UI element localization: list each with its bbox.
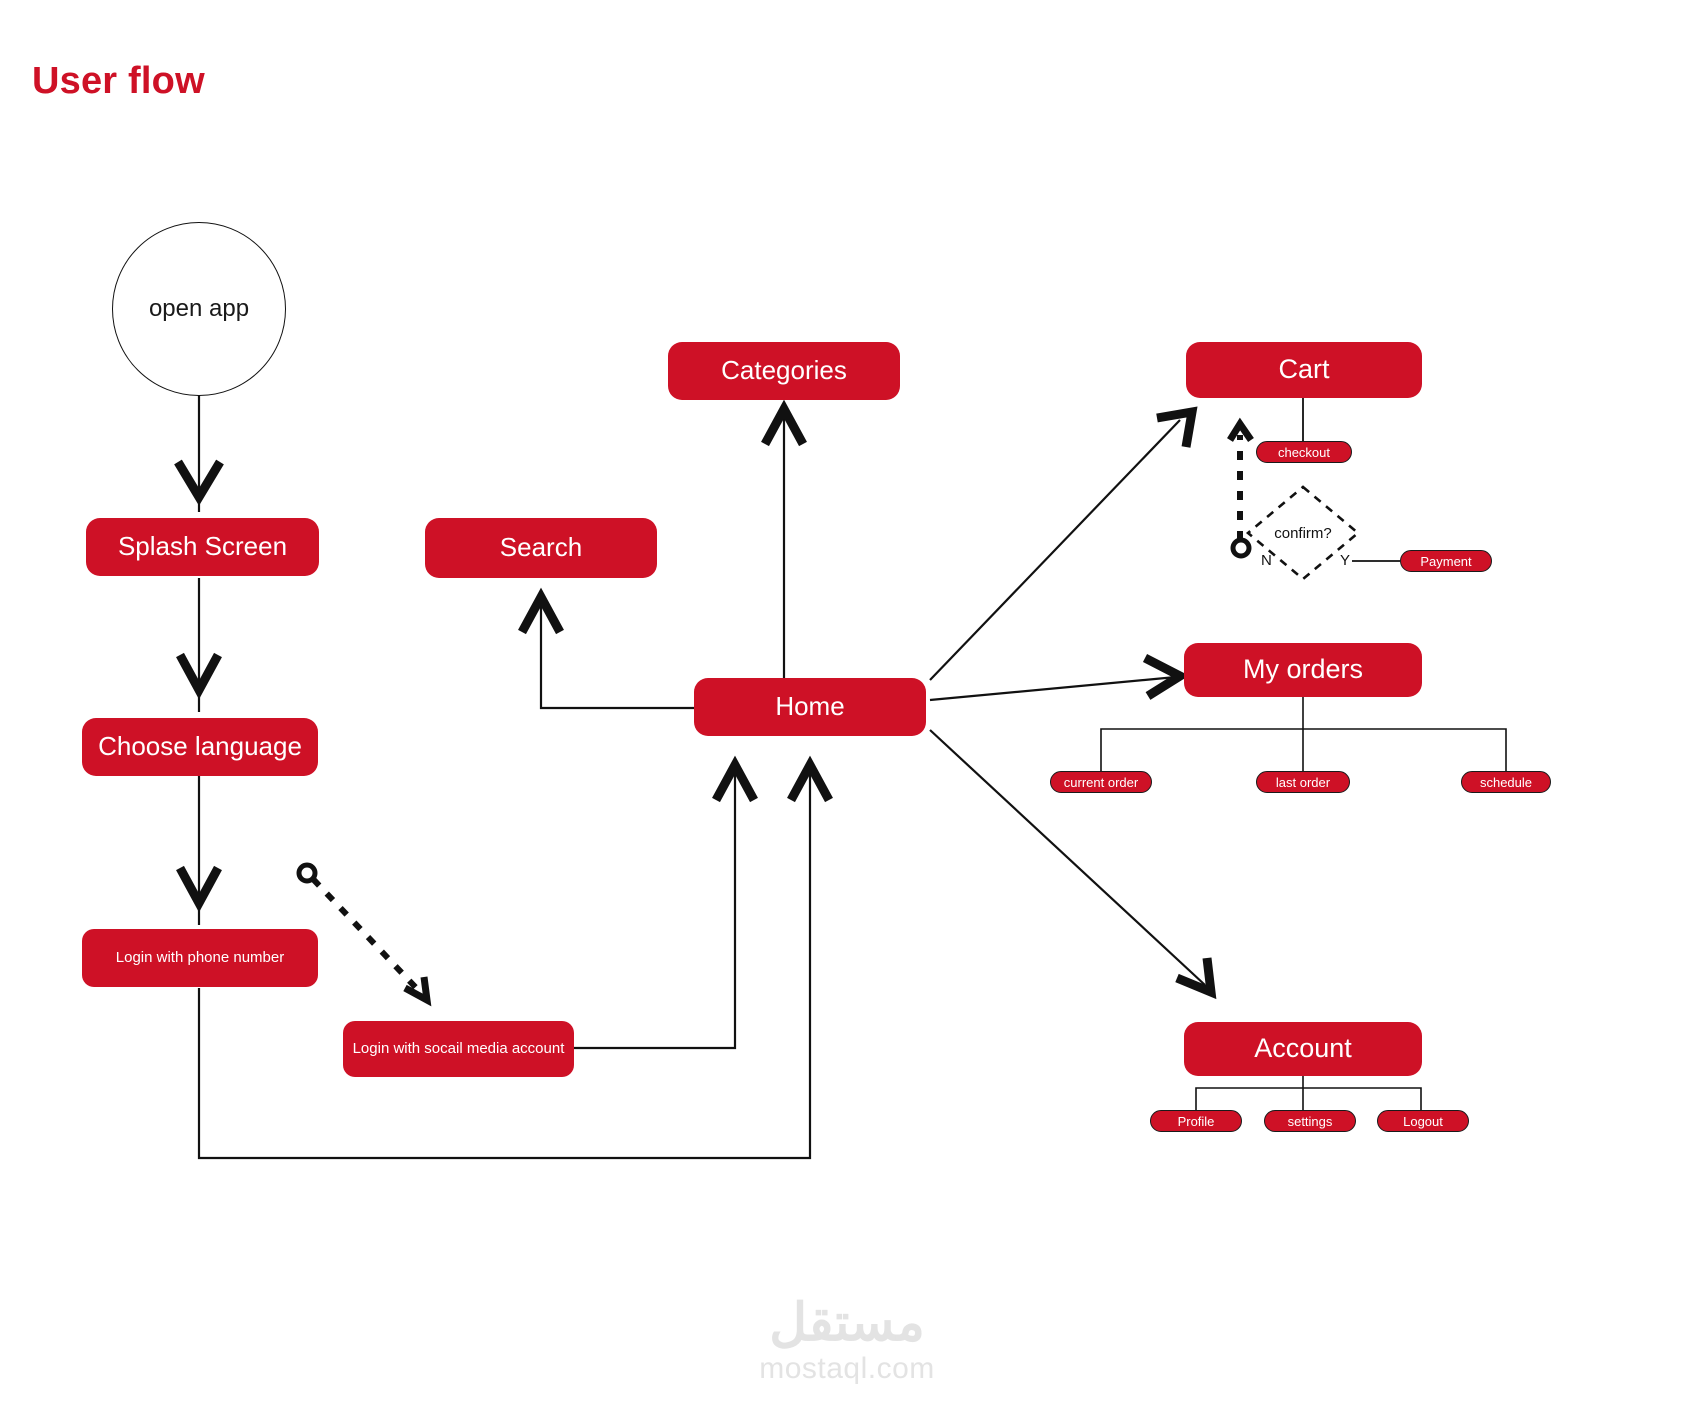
- node-login-phone[interactable]: Login with phone number: [82, 929, 318, 987]
- node-open-app-label: open app: [148, 295, 250, 322]
- node-login-social[interactable]: Login with socail media account: [343, 1021, 574, 1077]
- node-last-order[interactable]: last order: [1256, 771, 1350, 793]
- node-logout[interactable]: Logout: [1377, 1110, 1469, 1132]
- node-settings[interactable]: settings: [1264, 1110, 1356, 1132]
- node-choose-language-label: Choose language: [98, 731, 302, 762]
- node-open-app[interactable]: open app: [112, 222, 286, 396]
- node-cart-label: Cart: [1278, 354, 1330, 385]
- node-login-phone-label: Login with phone number: [115, 949, 285, 967]
- node-choose-language[interactable]: Choose language: [82, 718, 318, 776]
- node-home[interactable]: Home: [694, 678, 926, 736]
- node-account[interactable]: Account: [1184, 1022, 1422, 1076]
- watermark-arabic: مستقل: [769, 1294, 925, 1352]
- node-current-order-label: current order: [1063, 774, 1139, 790]
- node-splash-screen-label: Splash Screen: [117, 531, 288, 562]
- watermark-latin: mostaql.com: [759, 1352, 935, 1385]
- edge-label-yes: Y: [1340, 552, 1351, 569]
- node-cart[interactable]: Cart: [1186, 342, 1422, 398]
- page-title: User flow: [32, 60, 205, 102]
- node-login-social-label: Login with socail media account: [352, 1040, 565, 1058]
- node-home-label: Home: [775, 691, 845, 722]
- node-my-orders[interactable]: My orders: [1184, 643, 1422, 697]
- node-checkout[interactable]: checkout: [1256, 441, 1352, 463]
- node-current-order[interactable]: current order: [1050, 771, 1152, 793]
- node-profile-label: Profile: [1177, 1113, 1215, 1129]
- node-last-order-label: last order: [1275, 774, 1331, 790]
- node-schedule-label: schedule: [1479, 774, 1533, 790]
- edge-label-no: N: [1261, 552, 1272, 569]
- node-profile[interactable]: Profile: [1150, 1110, 1242, 1132]
- node-my-orders-label: My orders: [1242, 654, 1364, 685]
- node-categories[interactable]: Categories: [668, 342, 900, 400]
- node-account-label: Account: [1254, 1033, 1352, 1064]
- node-payment-label: Payment: [1420, 553, 1472, 569]
- node-schedule[interactable]: schedule: [1461, 771, 1551, 793]
- node-categories-label: Categories: [721, 355, 847, 386]
- node-search-label: Search: [499, 532, 583, 563]
- node-splash-screen[interactable]: Splash Screen: [86, 518, 319, 576]
- node-confirm-label: confirm?: [1274, 524, 1332, 542]
- watermark: مستقل mostaql.com: [0, 1297, 1694, 1388]
- node-checkout-label: checkout: [1277, 444, 1331, 460]
- node-search[interactable]: Search: [425, 518, 657, 578]
- node-logout-label: Logout: [1403, 1113, 1443, 1129]
- node-confirm-decision: confirm?: [1253, 512, 1353, 554]
- node-payment[interactable]: Payment: [1400, 550, 1492, 572]
- node-settings-label: settings: [1287, 1113, 1333, 1129]
